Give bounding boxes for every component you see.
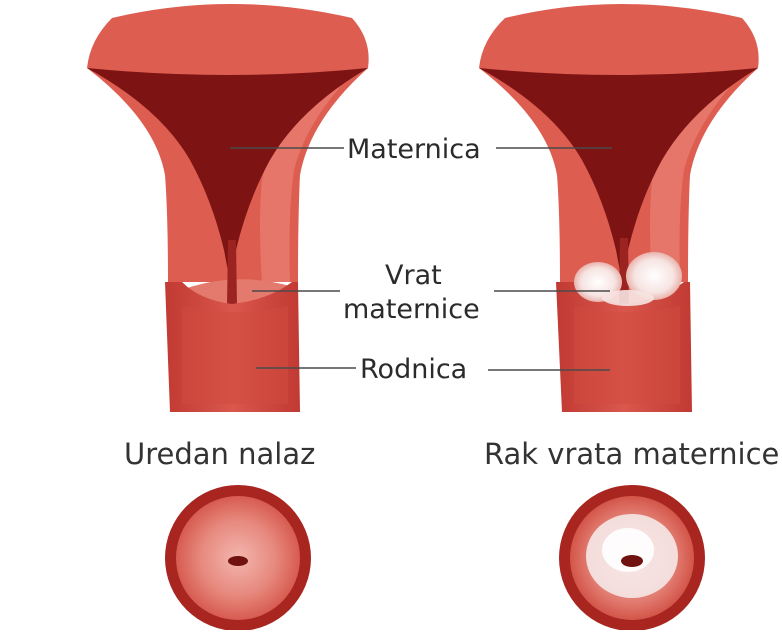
normal-caption: Uredan nalaz	[124, 440, 315, 469]
cancer-cervix-view	[559, 485, 705, 630]
vagina-label: Rodnica	[360, 356, 467, 383]
cervical-canal	[227, 240, 237, 306]
uterus-label: Maternica	[347, 136, 481, 163]
vagina-inner-highlight	[574, 306, 680, 404]
cancer-caption: Rak vrata maternice	[484, 440, 779, 469]
normal-cervix-os	[228, 556, 248, 566]
cervical-lesion-bottom	[602, 290, 654, 306]
cervix-label-line2: maternice	[343, 296, 480, 323]
normal-uterus	[87, 4, 369, 412]
cancer-cervix-os	[621, 555, 643, 567]
cervix-label-line1: Vrat	[385, 262, 442, 289]
cancer-uterus	[479, 4, 759, 412]
normal-cervix-view	[165, 485, 311, 630]
vagina-inner-highlight	[182, 306, 288, 404]
